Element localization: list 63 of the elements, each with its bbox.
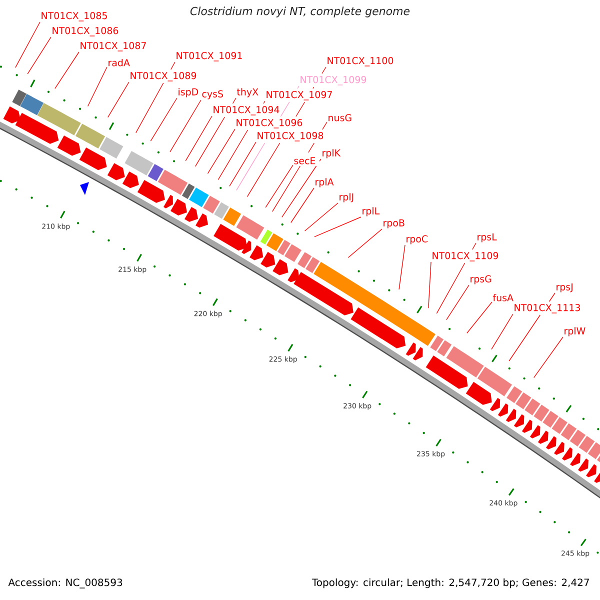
gene-label: rpsL [478,233,497,242]
leader-line [491,314,514,350]
genome-stats-text: Topology: circular; Length: 2,547,720 bp; Genes: 2,427 [312,578,589,588]
leader-line [54,52,80,89]
gene-label: NT01CX_1094 [214,106,280,116]
gene-label: radA [108,58,130,66]
leader-line [15,22,40,68]
leader-line [136,62,176,134]
gene-label: NT01CX_1089 [130,72,196,82]
gene-label: NT01CX_1087 [80,42,146,52]
accession-text: Accession: NC_008593 [8,578,122,588]
gene-label: rpsG [470,275,492,284]
leader-line [272,122,328,212]
leader-line [508,292,556,362]
gene-label: thyX [236,88,258,98]
gene-label: NT01CX_1113 [514,304,580,314]
leader-line [218,100,266,180]
gene-label: rplW [564,327,586,336]
gene-label: ispD [178,88,198,98]
gene-label: NT01CX_1109 [432,252,498,262]
gene-label: NT01CX_1086 [52,27,118,36]
gene-label: rpsJ [556,283,572,292]
leader-line [108,82,130,118]
gene-label: NT01CX_1100 [328,57,394,66]
leader-line [170,100,202,152]
gene-label: rplJ [340,193,354,202]
leader-line [27,36,52,74]
leader-line [150,98,178,142]
gene-label: NT01CX_1098 [258,132,324,142]
leader-line [314,216,362,238]
title: Clostridium novyi NT, complete genome [190,6,410,18]
gene-label: rplK [322,149,341,158]
leader-line [282,158,322,218]
leader-line [194,98,236,167]
gene-label: cysS [202,90,223,100]
leader-line [534,336,564,378]
leader-line [246,66,326,197]
gene-label: rpoC [406,235,428,244]
leader-line [290,188,314,223]
gene-label: rplL [362,207,380,216]
leader-line [304,202,338,232]
gene-label: secE [294,157,316,164]
gene-label: NT01CX_1091 [176,52,242,62]
leader-line [446,284,470,320]
gene-label: nusG [328,114,352,122]
gene-label: NT01CX_1096 [236,119,302,128]
gene-label: rpoB [384,219,404,228]
gene-label: NT01CX_1099 [300,76,366,86]
leader-line [185,116,212,162]
gene-label: rplA [316,178,334,188]
leader-line [398,244,406,290]
leader-line [436,242,476,314]
gene-label: fusA [492,294,514,302]
gene-label: NT01CX_1097 [266,91,332,100]
leader-line [466,302,492,334]
gene-label: NT01CX_1085 [42,12,107,22]
leader-line [265,164,294,208]
leader-line [229,142,256,187]
leader-line [236,86,300,191]
leader-line [87,66,108,107]
leader-line [428,262,432,309]
leader-line [207,128,236,174]
leader-line [348,228,382,258]
